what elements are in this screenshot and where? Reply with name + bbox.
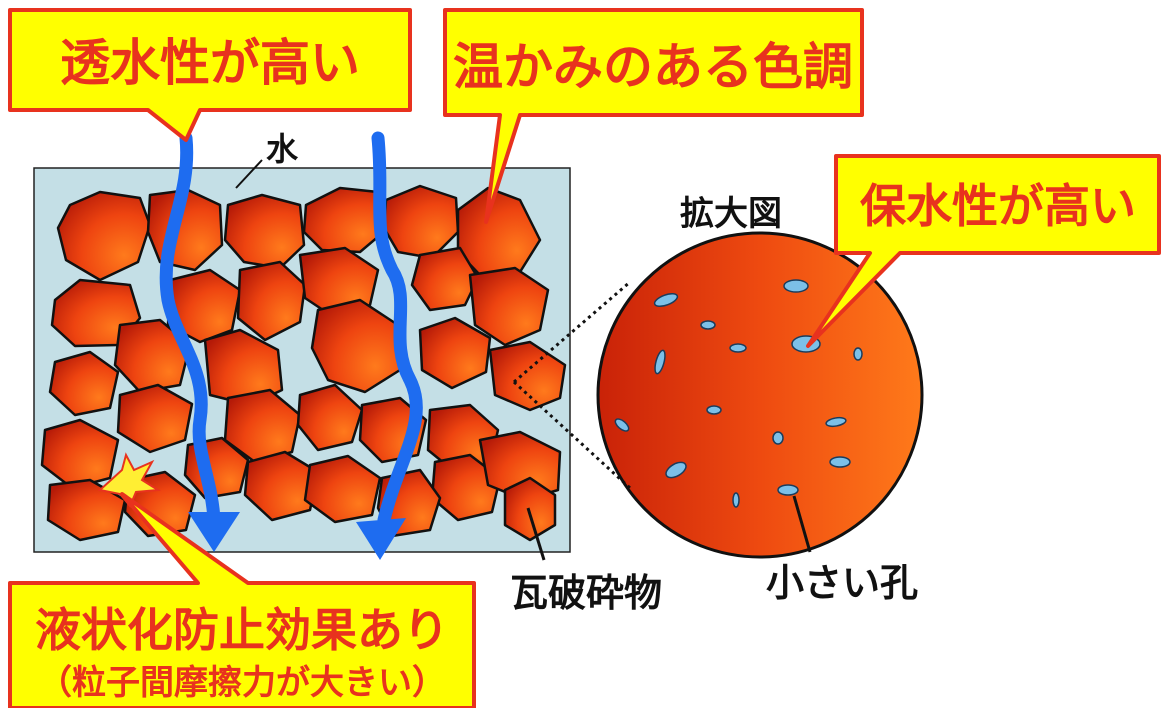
magnified-label: 拡大図 bbox=[680, 194, 782, 234]
particle bbox=[116, 383, 194, 454]
particle bbox=[468, 266, 550, 347]
particle bbox=[243, 450, 320, 522]
pore bbox=[654, 349, 666, 375]
pore bbox=[825, 416, 847, 428]
callout-warm-tone-text: 温かみのある色調 bbox=[453, 38, 853, 96]
particle bbox=[46, 478, 127, 542]
callout-water-retention-text: 保水性が高い bbox=[860, 179, 1136, 233]
particle bbox=[236, 260, 307, 342]
pore bbox=[777, 484, 799, 496]
small-pores bbox=[614, 279, 863, 508]
water-leader-line bbox=[235, 159, 263, 189]
pore bbox=[665, 461, 687, 479]
pores-leader-line bbox=[792, 495, 812, 553]
particle bbox=[113, 318, 192, 394]
particle bbox=[410, 246, 480, 312]
flow-arrow-left bbox=[159, 131, 221, 527]
pores-label: 小さい孔 bbox=[766, 561, 918, 605]
rubble-particles bbox=[40, 184, 567, 542]
rubble-label: 瓦破砕物 bbox=[510, 571, 662, 615]
particle bbox=[310, 298, 402, 394]
particle bbox=[48, 350, 120, 417]
pore bbox=[700, 320, 716, 330]
particle bbox=[40, 418, 120, 490]
particle bbox=[296, 383, 364, 452]
pore bbox=[706, 405, 722, 415]
callout-permeability-text: 透水性が高い bbox=[60, 34, 360, 92]
pore bbox=[772, 431, 784, 445]
rubble-leader-line bbox=[526, 507, 546, 561]
particle bbox=[503, 476, 557, 542]
particle bbox=[418, 316, 492, 390]
pore bbox=[614, 418, 630, 432]
particle bbox=[56, 190, 152, 282]
particle bbox=[203, 328, 284, 407]
magnification-lines bbox=[512, 280, 632, 490]
pore bbox=[729, 343, 747, 353]
callout-permeability: 透水性が高い bbox=[8, 8, 412, 142]
particle bbox=[488, 340, 567, 412]
particle bbox=[166, 268, 242, 344]
pore bbox=[853, 347, 863, 361]
pore bbox=[783, 279, 809, 293]
callout-liquefaction-text: 液状化防止効果あり bbox=[35, 603, 449, 657]
flow-arrow-left-head bbox=[188, 512, 240, 552]
particle bbox=[478, 430, 562, 502]
pore bbox=[653, 293, 679, 307]
particle bbox=[223, 193, 306, 270]
particle bbox=[303, 454, 382, 524]
callout-water-retention: 保水性が高い bbox=[806, 154, 1161, 348]
pore bbox=[829, 456, 851, 468]
callout-warm-tone: 温かみのある色調 bbox=[443, 8, 864, 224]
water-label: 水 bbox=[266, 130, 299, 168]
flow-arrow-right-head bbox=[356, 518, 406, 560]
callout-liquefaction-subtext: （粒子間摩擦力が大きい） bbox=[38, 663, 446, 703]
particle bbox=[302, 186, 388, 254]
pore bbox=[732, 492, 740, 508]
water-flow-arrows bbox=[159, 131, 423, 560]
flow-arrow-right bbox=[371, 131, 423, 527]
callout-liquefaction: 液状化防止効果あり （粒子間摩擦力が大きい） bbox=[8, 492, 476, 708]
